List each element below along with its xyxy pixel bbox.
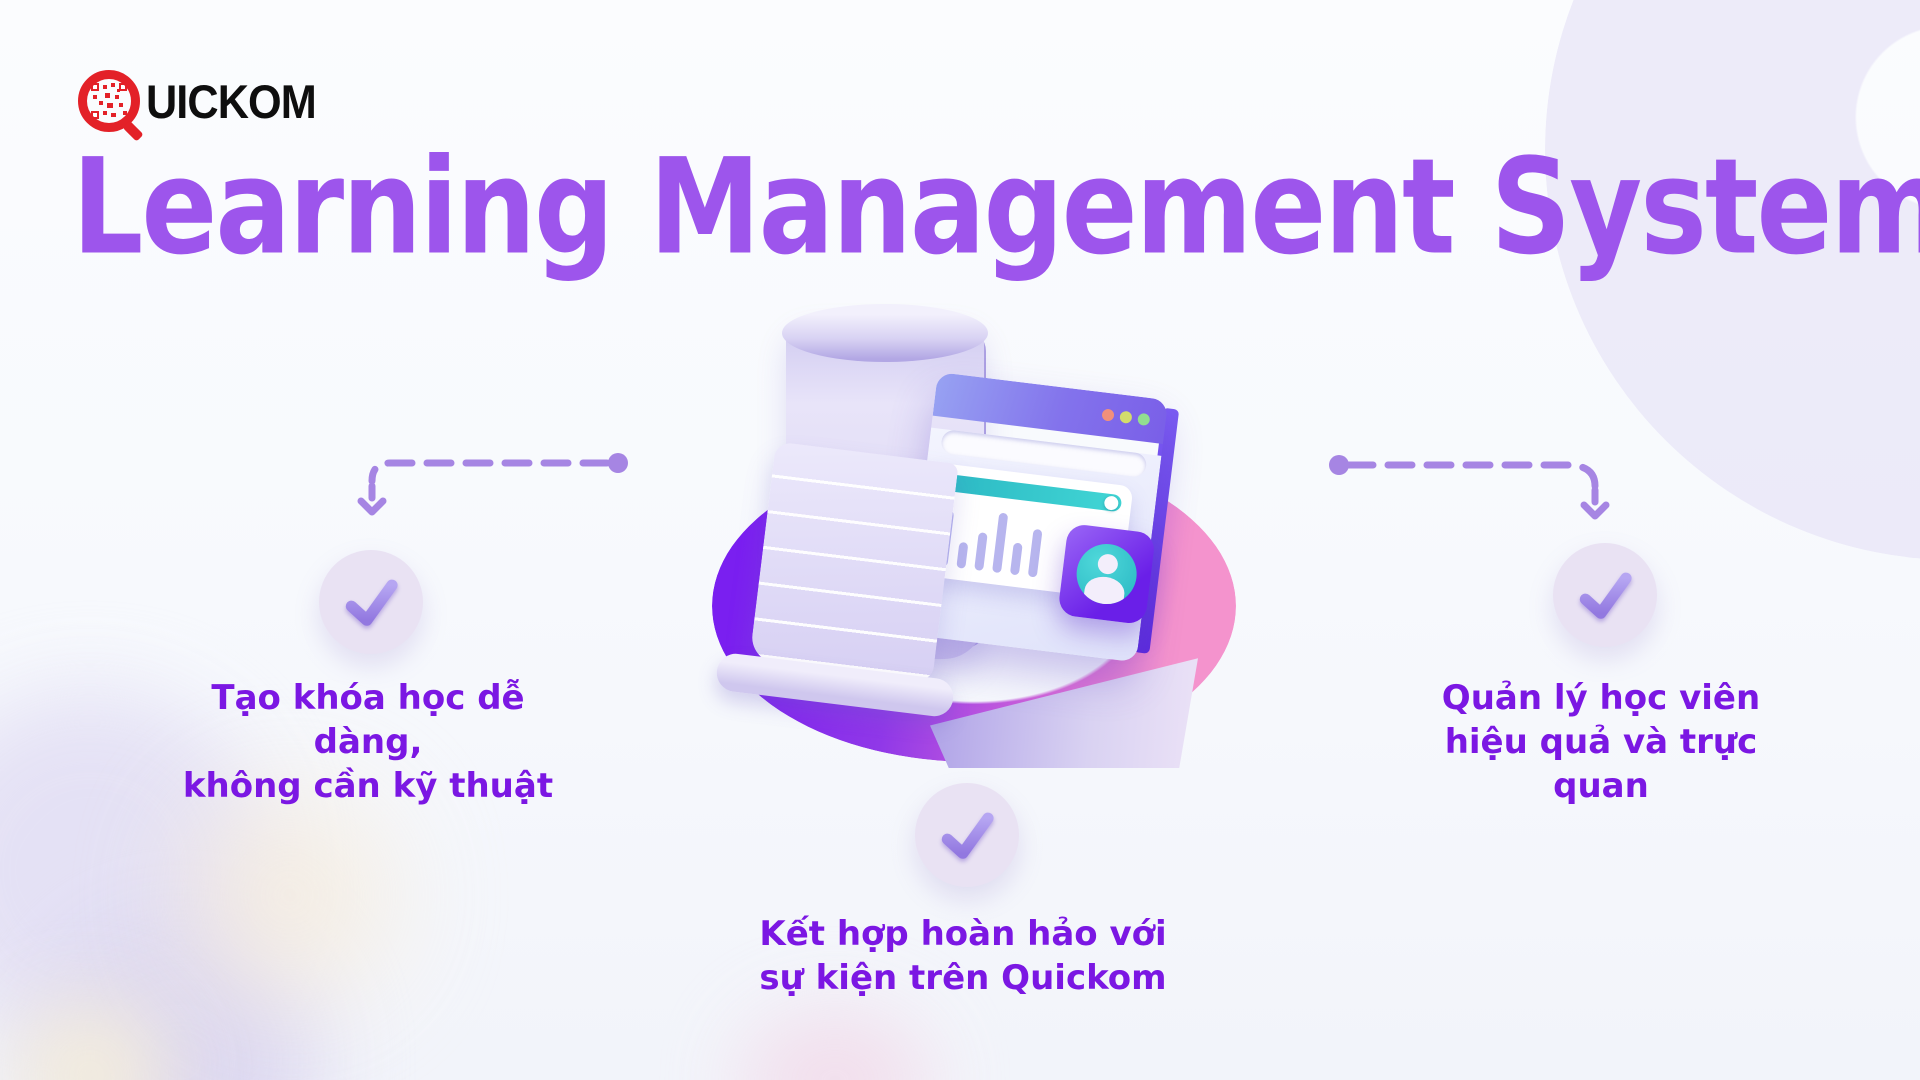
dashed-arrow-right-icon: [1329, 455, 1610, 520]
person-icon: [1096, 552, 1119, 576]
bar: [1009, 542, 1023, 576]
page-title: Learning Management System: [72, 130, 1920, 285]
q-ring: [78, 70, 140, 132]
qr-code-magnifier-q-icon: [78, 70, 144, 142]
traffic-dot-red: [1101, 408, 1115, 422]
bar: [956, 541, 969, 569]
feature-label-bottom: Kết hợp hoàn hảo với sự kiện trên Quicko…: [753, 912, 1173, 1000]
feature-line: không cần kỹ thuật: [182, 766, 554, 806]
bar: [1027, 528, 1043, 578]
quickom-logo: UICKOM: [78, 70, 331, 142]
scroll-sheet-front-ruled: [749, 441, 959, 683]
logo-wordmark: UICKOM: [146, 74, 317, 128]
avatar: [1073, 540, 1141, 608]
check-circle-right: [1553, 543, 1657, 647]
traffic-dot-yellow: [1119, 410, 1133, 424]
traffic-dot-green: [1137, 412, 1151, 427]
feature-line: hiệu quả và trực quan: [1444, 722, 1758, 806]
bar: [974, 532, 988, 571]
scroll-top-curl: [782, 304, 988, 362]
checkmark-icon: [941, 812, 994, 859]
bg-blob: [185, 790, 395, 1000]
feature-line: Kết hợp hoàn hảo với: [759, 914, 1167, 954]
feature-line: Tạo khóa học dễ dàng,: [211, 678, 525, 762]
student-avatar-badge: [1057, 523, 1156, 626]
checkmark-icon: [1579, 572, 1632, 619]
check-circle-left: [319, 550, 423, 654]
bar: [992, 512, 1009, 574]
feature-label-left: Tạo khóa học dễ dàng, không cần kỹ thuật: [158, 676, 578, 808]
checkmark-icon: [345, 579, 398, 626]
person-icon-body: [1082, 574, 1127, 608]
feature-label-right: Quản lý học viên hiệu quả và trực quan: [1391, 676, 1811, 808]
feature-line: Quản lý học viên: [1441, 678, 1761, 718]
dashed-arrow-left-icon: [357, 453, 628, 516]
feature-line: sự kiện trên Quickom: [759, 958, 1167, 998]
bg-blob: [740, 1010, 930, 1080]
progress-knob: [1103, 494, 1120, 511]
check-circle-bottom: [915, 783, 1019, 887]
